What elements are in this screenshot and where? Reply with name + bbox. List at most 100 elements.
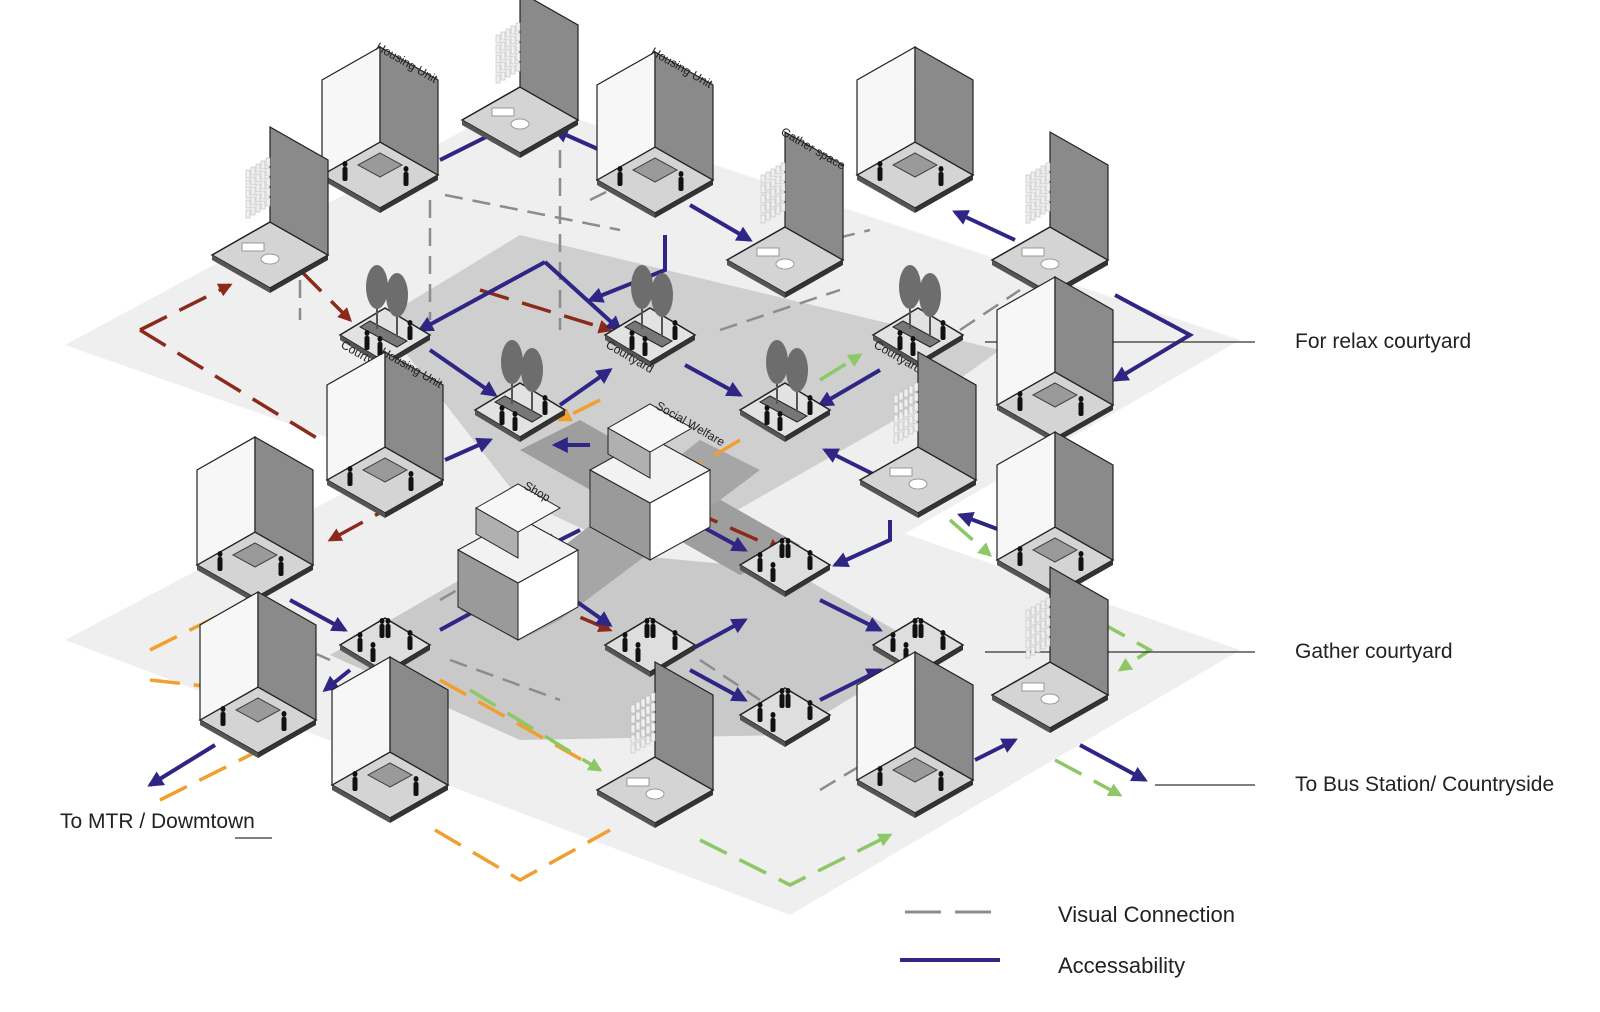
shelf-cell (1035, 613, 1041, 623)
person-body (629, 336, 635, 350)
housing-unit (855, 650, 975, 818)
shelf-cell (635, 711, 641, 721)
shelf-cell (245, 209, 251, 219)
shelf-cell (770, 168, 776, 178)
gather-platform (738, 687, 832, 747)
person-body (352, 777, 358, 791)
person-head (910, 336, 916, 342)
platform-edge (915, 175, 973, 213)
room-wall-dark (1054, 275, 1114, 407)
shelf-cell (645, 695, 651, 705)
bookshelf-icon (1025, 597, 1051, 659)
shelf-cell (265, 167, 271, 177)
person-body (678, 177, 684, 191)
shelf-cell (765, 201, 771, 211)
shelf-cell (1025, 184, 1031, 194)
platform-edge (857, 175, 915, 213)
shelf-cell (265, 197, 271, 207)
shelf-cell (770, 198, 776, 208)
platform-edge (740, 565, 785, 597)
platform-edge (270, 255, 328, 293)
shelf-cell (1045, 192, 1051, 202)
shelf-cell (245, 179, 251, 189)
shelf-cell (495, 34, 501, 44)
shelf-cell (893, 434, 899, 444)
shelf-cell (1040, 195, 1046, 205)
tree-canopy (631, 265, 653, 309)
person-head (918, 618, 924, 624)
shelf-cell (898, 391, 904, 401)
person-body (910, 342, 916, 356)
shelf-cell (908, 425, 914, 435)
platform-edge (520, 410, 565, 442)
shelf-cell (903, 418, 909, 428)
shelf-cell (893, 404, 899, 414)
platform-edge (915, 780, 973, 818)
platform-edge (997, 405, 1055, 443)
shelf-cell (630, 714, 636, 724)
bench-icon (891, 320, 942, 348)
person-head (785, 688, 791, 694)
person-body (757, 558, 763, 572)
platform-edge (605, 645, 650, 677)
accessibility-arrow (543, 260, 623, 333)
shelf-cell (495, 54, 501, 64)
person-body (644, 624, 650, 638)
person-body (220, 712, 226, 726)
person-head (352, 771, 358, 777)
person-head (408, 471, 414, 477)
shelf-cell (1040, 630, 1046, 640)
platform-edge (200, 720, 258, 758)
shelf-cell (1030, 181, 1036, 191)
person-body (217, 557, 223, 571)
platform-edge (212, 255, 270, 293)
shelf-cell (515, 22, 521, 32)
person-body (650, 624, 656, 638)
sofa-icon (889, 467, 913, 477)
platform-edge (322, 175, 380, 213)
person-body (779, 544, 785, 558)
table-icon (645, 788, 665, 800)
shelf-cell (770, 188, 776, 198)
accessibility-arrow (952, 210, 1016, 242)
shelf-cell (760, 174, 766, 184)
accessibility-arrow (1079, 743, 1148, 782)
person-head (940, 630, 946, 636)
accessibility-arrow (684, 363, 743, 397)
person-body (407, 326, 413, 340)
route-org (439, 678, 601, 772)
platform-edge (727, 260, 785, 298)
shelf-cell (775, 175, 781, 185)
shelf-cell (495, 64, 501, 74)
shelf-cell (1025, 204, 1031, 214)
route-grn (699, 833, 893, 887)
accessibility-arrow (417, 260, 546, 332)
lounge-unit (595, 660, 715, 828)
platform-edge (605, 335, 650, 367)
person-body (347, 472, 353, 486)
person-head (220, 706, 226, 712)
shelf-cell (1030, 636, 1036, 646)
accessibility-arrow (428, 348, 498, 397)
room-wall-dark (1054, 430, 1114, 562)
shelf-cell (630, 704, 636, 714)
shelf-cell (630, 724, 636, 734)
person-head (1078, 551, 1084, 557)
person-head (542, 395, 548, 401)
accessibility-arrow (689, 618, 748, 652)
visual-connection-line (699, 658, 761, 702)
table-icon (1040, 258, 1060, 270)
shelf-cell (765, 211, 771, 221)
shelf-cell (645, 705, 651, 715)
shelf-cell (893, 394, 899, 404)
shelf-cell (500, 71, 506, 81)
route-org (159, 728, 301, 802)
bed-icon (234, 697, 282, 723)
shelf-cell (635, 701, 641, 711)
lounge-unit (460, 0, 580, 158)
person-head (777, 411, 783, 417)
shelf-cell (1035, 178, 1041, 188)
accessibility-arrow (974, 738, 1018, 762)
accessibility-arrow (289, 598, 348, 632)
shelf-cell (260, 160, 266, 170)
